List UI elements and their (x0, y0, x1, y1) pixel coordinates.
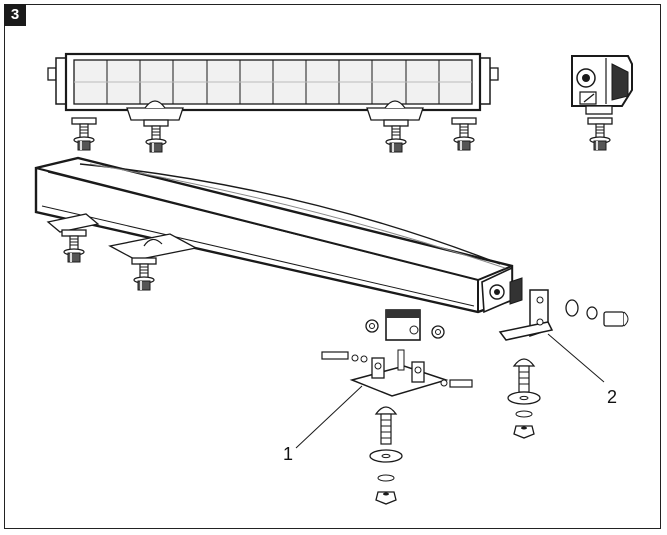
light-bar-perspective (34, 156, 523, 314)
light-bar-side-view (571, 55, 633, 151)
callout-2-leader (547, 333, 605, 383)
end-bracket-assembly (498, 289, 629, 439)
center-bracket-assembly (321, 309, 473, 505)
figure-frame (4, 4, 661, 529)
light-bar-front-view (47, 52, 499, 153)
callout-2-label: 2 (607, 387, 618, 407)
callout-1-label: 1 (283, 444, 294, 464)
led-lens-row (74, 60, 472, 104)
step-badge: 3 (4, 4, 26, 26)
callout-1-leader (295, 385, 363, 449)
